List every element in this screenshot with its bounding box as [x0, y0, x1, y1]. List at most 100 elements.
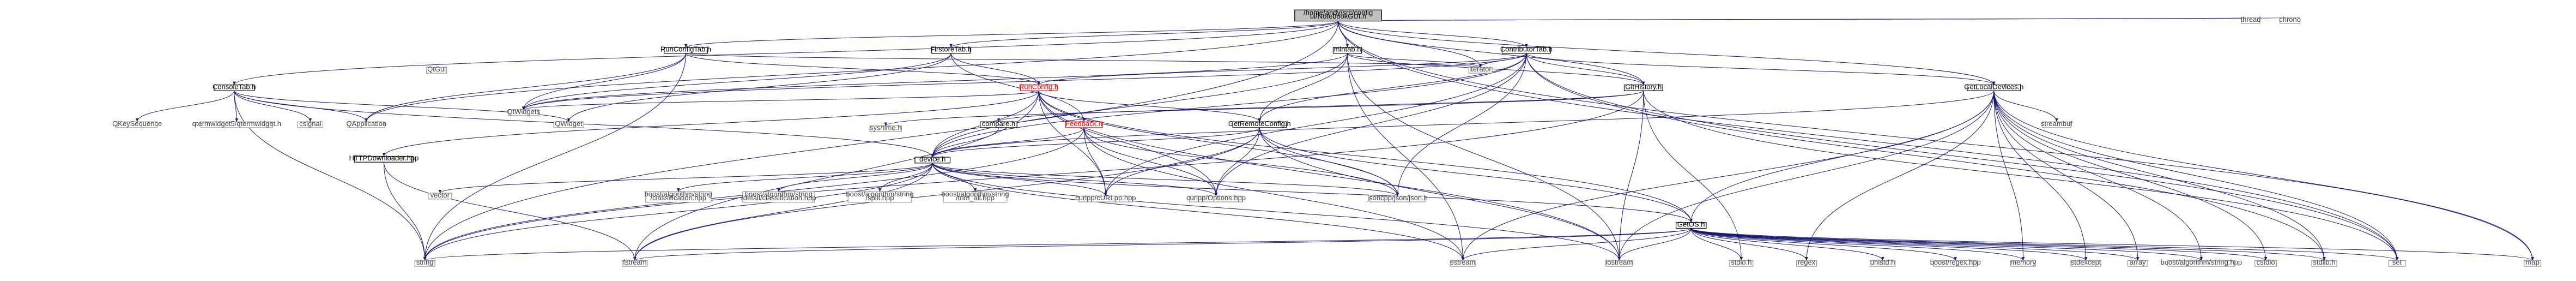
node-getremoteconfig[interactable]: GetRemoteConfig.h — [1228, 119, 1291, 128]
edge-firstoretab-to-qwidget — [567, 53, 951, 122]
node-consoletab[interactable]: ConsoleTab.h — [213, 82, 256, 91]
node-box — [1468, 67, 1493, 74]
node-unistd: unistd.h — [1870, 258, 1896, 267]
edge-consoletab-to-qkeysequence — [135, 91, 235, 122]
edge-firstoretab-to-feedback — [950, 53, 1086, 122]
node-label: csignal — [299, 119, 322, 128]
node-label: RunConfigTab.h — [660, 45, 711, 53]
node-label: sstream — [1450, 258, 1475, 266]
edge-consoletab-to-qwidget — [234, 90, 571, 122]
node-fstream: fstream — [622, 258, 648, 267]
edge-compare-to-device — [931, 127, 999, 158]
edge-gitos-to-cstdio — [1690, 228, 2268, 261]
node-cstdio: cstdio — [2254, 258, 2277, 267]
node-regex: regex — [1796, 258, 1817, 267]
edge-getlocaldevices-to-map — [1993, 91, 2534, 261]
node-box — [980, 121, 1017, 128]
node-label: boost/algorithm/string — [645, 190, 712, 198]
node-stdioh: stdio.h — [1729, 258, 1754, 267]
edge-contributortab-to-set — [1526, 53, 2399, 261]
node-device[interactable]: device.h — [914, 155, 951, 164]
edge-contributortab-to-qtwidgets — [522, 53, 1527, 110]
node-string: string — [414, 258, 435, 267]
node-label: boost/algorithm/string.hpp — [2161, 258, 2242, 266]
node-githistory[interactable]: GitHistory.h — [1623, 82, 1663, 91]
node-box — [508, 109, 539, 116]
edge-mintab-to-iterator — [1347, 53, 1482, 68]
node-detailclass: boost/algorithm/string/detail/classifica… — [741, 190, 816, 203]
node-box — [2524, 260, 2542, 267]
edge-layer — [135, 17, 2534, 261]
node-label: boost/algorithm/string — [846, 190, 913, 198]
node-label: stdio.h — [1731, 258, 1751, 266]
node-feedback[interactable]: Feedback.h — [1065, 119, 1103, 128]
node-label: iterator — [1469, 65, 1492, 73]
edge-githistory-to-compare — [997, 90, 1644, 122]
node-box — [2010, 260, 2036, 267]
node-gitos[interactable]: GetOS.h — [1676, 220, 1707, 229]
node-label: RunConfig.h — [1019, 82, 1058, 91]
node-box — [1294, 9, 1383, 22]
node-box — [553, 121, 584, 128]
node-runconfigtab[interactable]: RunConfigTab.h — [660, 45, 711, 54]
node-mintab[interactable]: mintab.h — [1332, 45, 1362, 54]
edge-getlocaldevices-to-boostalgstring — [1993, 91, 2203, 261]
edge-getlocaldevices-to-streambuf — [1993, 91, 2058, 122]
node-sstream: sstream — [1450, 258, 1476, 267]
node-map: map — [2524, 258, 2542, 267]
edge-root-to-string — [423, 21, 1339, 261]
node-label: thread — [2241, 15, 2261, 23]
node-compare[interactable]: compare.h — [980, 119, 1017, 128]
node-boostalgstring: boost/algorithm/string.hpp — [2161, 258, 2242, 267]
edge-mintab-to-device — [931, 53, 1348, 158]
edge-runconfig-to-gitos — [1038, 91, 1693, 223]
node-label: QtWidgets — [507, 107, 540, 116]
edge-device-to-split — [878, 163, 933, 192]
node-box — [663, 47, 708, 54]
edge-runconfigtab-to-iterator — [686, 53, 1482, 68]
node-label: /home/andy/src/config — [1304, 8, 1373, 16]
node-firstoretab[interactable]: FirstoreTab.h — [930, 45, 972, 54]
edge-gitos-to-sstream — [1461, 228, 1692, 261]
node-box — [869, 125, 902, 132]
edge-getremoteconfig-to-jsoncpp — [1259, 127, 1399, 196]
edge-httpdownloader-to-string — [383, 162, 427, 261]
edge-contributortab-to-iterator — [1478, 53, 1527, 68]
node-box — [297, 121, 324, 128]
edge-getlocaldevices-to-regex — [1805, 91, 1995, 261]
node-label: FirstoreTab.h — [930, 45, 972, 53]
node-layer: /home/andy/src/configui/NotebookGUI.hRun… — [112, 8, 2542, 267]
edge-getlocaldevices-to-sstream — [1461, 91, 1995, 261]
edge-getremoteconfig-to-gitos — [1259, 127, 1693, 223]
edge-feedback-to-curlopts — [1083, 127, 1218, 196]
node-qtgui: QtGui — [426, 65, 447, 74]
edge-mintab-to-sstream — [1347, 53, 1465, 261]
node-qtwidgets: QtWidgets — [507, 107, 541, 116]
node-box — [943, 191, 1008, 203]
node-box — [1450, 260, 1476, 267]
edge-getlocaldevices-to-gitos — [1689, 91, 1995, 223]
node-getlocaldevices[interactable]: GetLocalDevices.h — [1964, 82, 2023, 91]
edge-runconfig-to-iostream — [1038, 91, 1621, 261]
node-label: QKeySequence — [112, 119, 162, 128]
node-runconfig[interactable]: RunConfig.h — [1019, 82, 1058, 91]
node-label: QtGui — [427, 65, 446, 73]
node-box — [354, 156, 414, 163]
node-httpdownloader[interactable]: HTTPDownloader.hpp — [349, 154, 419, 163]
edge-firstoretab-to-qtwidgets — [522, 53, 951, 110]
edge-mintab-to-iostream — [1347, 53, 1621, 261]
edge-device-to-vector — [438, 163, 933, 194]
node-curlopts: curlpp/Options.hpp — [1186, 194, 1246, 202]
node-label: mintab.h — [1334, 45, 1361, 53]
node-contributortab[interactable]: ContributorTab.h — [1500, 45, 1553, 54]
node-box — [2254, 260, 2277, 267]
node-streambuf: streambuf — [2041, 119, 2072, 128]
node-box — [1232, 121, 1287, 128]
node-classification: boost/algorithm/string/classification.hp… — [645, 190, 712, 203]
edge-gitos-to-boostregex — [1690, 228, 1957, 261]
edge-device-to-string — [423, 163, 933, 261]
edge-getlocaldevices-to-stdexcept — [1993, 91, 2088, 261]
edge-contributortab-to-stdlibh — [1526, 53, 2326, 261]
